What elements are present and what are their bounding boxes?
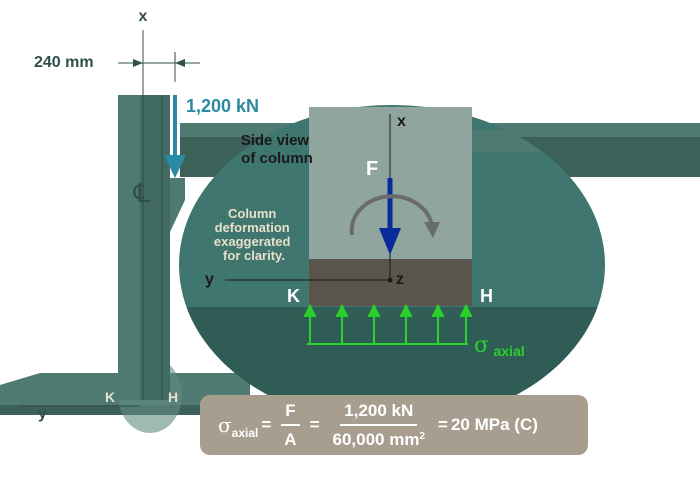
side-view-label: Side view of column (241, 132, 314, 167)
formula-eq2: = (309, 415, 320, 434)
section-x-label: x (397, 113, 406, 130)
centerline-symbol: ℄ (133, 179, 151, 209)
x-axis-label-top: x (139, 8, 148, 25)
section-z-label: z (396, 271, 404, 288)
moment-arc (349, 194, 434, 236)
load-label: 1,200 kN (186, 96, 259, 116)
sigma-axial-label: σ axial (474, 333, 525, 359)
point-k-label: K (287, 286, 300, 306)
force-label: F (366, 158, 378, 180)
moment-label: M (448, 218, 463, 238)
base-k-label: K (105, 389, 115, 405)
axial-stress-arrows (303, 303, 473, 345)
section-origin (387, 277, 393, 283)
formula-result: 20 MPa (C) (450, 415, 538, 434)
base-h-label: H (168, 389, 178, 405)
deformation-note: Column deformation exaggerated for clari… (214, 206, 294, 263)
formula-eq3: = (438, 415, 448, 434)
base-y-label: y (38, 405, 47, 422)
side-view-line1: Side view (241, 132, 310, 149)
dimension-label: 240 mm (34, 54, 94, 71)
formula-eq1: = (261, 415, 272, 434)
dim-arrow-left (133, 59, 143, 67)
force-arrow-head (379, 228, 401, 255)
dim-arrow-right (175, 59, 185, 67)
formula-f-over-a: F A (280, 401, 300, 450)
point-h-label: H (480, 286, 493, 306)
side-view-line2: of column (241, 150, 313, 167)
section-y-label: y (205, 271, 214, 288)
load-arrow-head (164, 155, 186, 178)
moment-arrow-head (424, 222, 440, 238)
column-face (140, 95, 170, 400)
axial-stress-formula: σaxial = F A = 1,200 kN 60,000 mm2 = 20 … (200, 395, 588, 455)
formula-values: 1,200 kN 60,000 mm2 (332, 400, 426, 449)
formula-sigma: σaxial (218, 413, 259, 440)
